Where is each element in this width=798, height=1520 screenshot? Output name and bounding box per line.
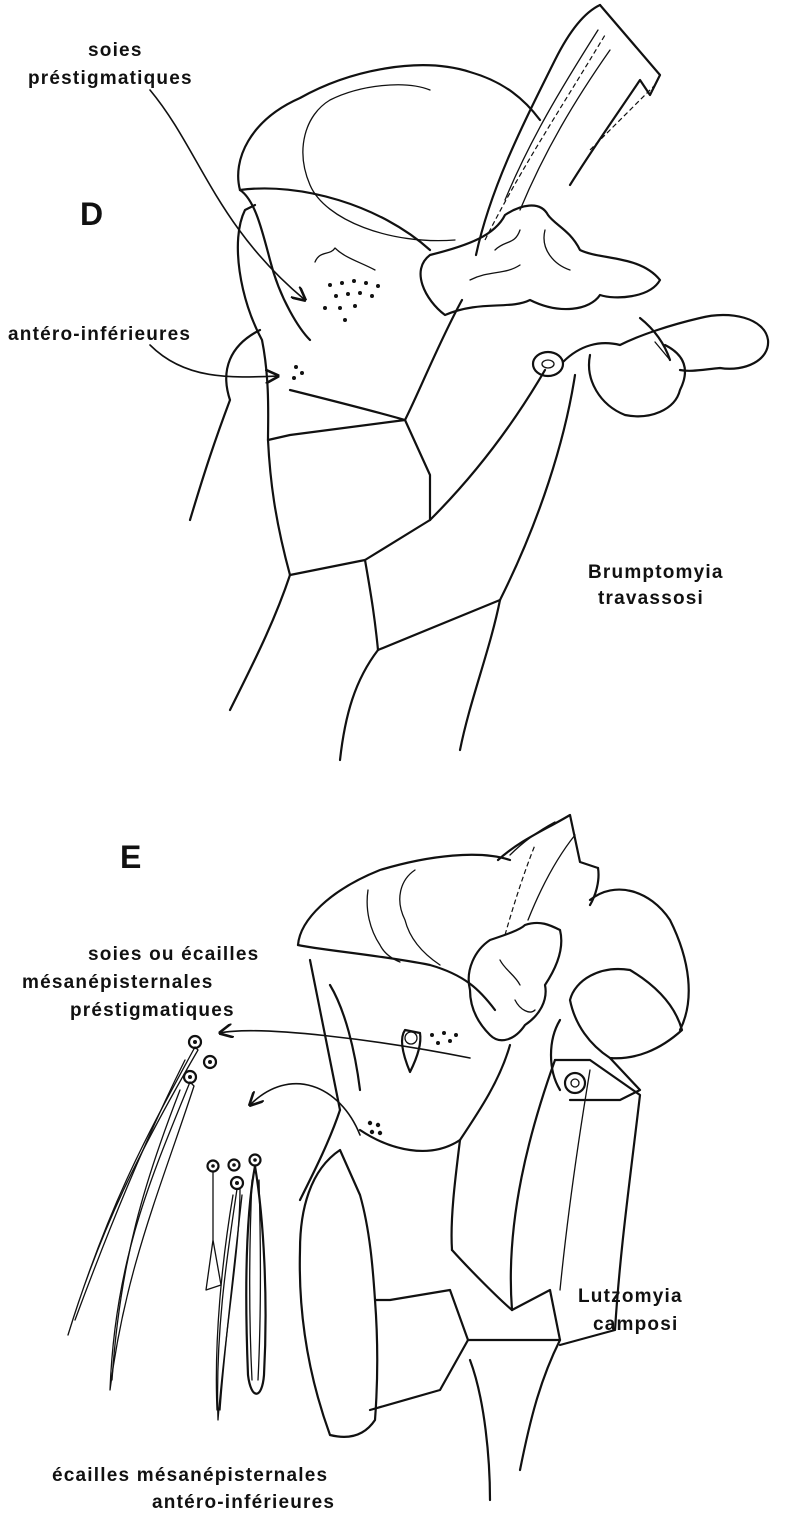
panel-e-label-anteroinferior-line1: écailles mésanépisternales <box>52 1465 328 1486</box>
panel-d-arrow-prestigmatic <box>150 90 305 300</box>
panel-d-species-genus: Brumptomyia <box>588 562 724 583</box>
panel-e-label-prestigmatic-line3: préstigmatiques <box>70 1000 235 1021</box>
panel-e-species-label: Lutzomyia camposi <box>578 1286 683 1335</box>
panel-e-label-prestigmatic-line1: soies ou écailles <box>88 944 259 965</box>
panel-d-label-prestigmatic-line1: soies <box>88 40 143 61</box>
panel-d-label-anteroinferior: antéro-inférieures <box>8 324 191 345</box>
panel-d: D soies préstigmatiques antéro-inférieur… <box>8 5 768 760</box>
panel-d-arrow-anteroinferior <box>150 345 278 377</box>
panel-e-label-prestigmatic-line2: mésanépisternales <box>22 972 214 993</box>
panel-d-anteroinferior-setae <box>292 365 304 380</box>
panel-d-thorax-drawing <box>190 5 768 760</box>
panel-d-species-epithet: travassosi <box>598 588 704 609</box>
panel-e-prestigmatic-setae <box>430 1031 458 1045</box>
panel-e-arrow-anteroinferior <box>250 1084 360 1135</box>
panel-e-species-genus: Lutzomyia <box>578 1286 683 1307</box>
panel-e-enlarged-prestigmatic-setae <box>68 1036 216 1390</box>
panel-e-anteroinferior-setae <box>368 1121 382 1135</box>
panel-d-species-label: Brumptomyia travassosi <box>588 562 724 609</box>
panel-e-letter: E <box>120 839 141 875</box>
panel-e-label-anteroinferior: écailles mésanépisternales antéro-inféri… <box>52 1465 335 1513</box>
panel-e-thorax-drawing <box>298 815 689 1500</box>
panel-e-enlarged-anteroinferior-scales <box>206 1155 266 1421</box>
panel-d-prestigmatic-setae <box>323 279 380 322</box>
panel-e-label-anteroinferior-line2: antéro-inférieures <box>152 1492 335 1513</box>
panel-d-letter: D <box>80 196 103 232</box>
panel-d-label-prestigmatic: soies préstigmatiques <box>28 40 193 89</box>
panel-e: E soies ou écailles mésanépisternales pr… <box>22 815 689 1513</box>
panel-d-label-prestigmatic-line2: préstigmatiques <box>28 68 193 89</box>
panel-e-label-prestigmatic: soies ou écailles mésanépisternales prés… <box>22 944 259 1021</box>
